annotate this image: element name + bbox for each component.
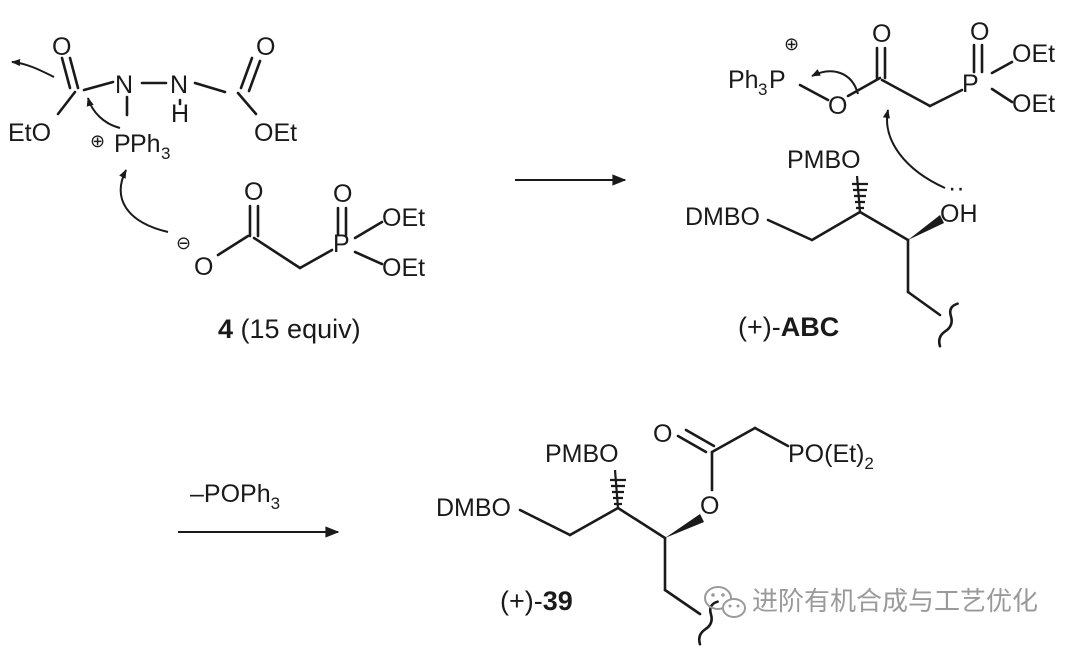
anion-atom-p: P (333, 230, 350, 258)
intermediate-atom-oet: OEt (1012, 40, 1055, 68)
intermediate-atom-ph: Ph (728, 66, 759, 94)
hashed-wedge-bond (610, 469, 626, 509)
betaine-atom-n2: N (170, 71, 188, 99)
solid-wedge-bond (908, 215, 944, 240)
wechat-icon (704, 586, 746, 618)
anion-atom-o-minus: O (194, 253, 213, 281)
intermediate-atom-dmbo: DMBO (685, 203, 760, 231)
squiggle-truncation-bond (937, 302, 959, 348)
phosphonoacetate-anion: ⊖ O O P O OEt OEt 4 (15 equiv) (119, 169, 425, 344)
anion-bonds (216, 204, 384, 270)
betaine-atom-o: O (256, 33, 275, 61)
solid-wedge-bond (665, 514, 704, 538)
product-atom-dmbo: DMBO (436, 494, 511, 522)
acyloxyphosphonium-intermediate: ⊕ Ph 3 P O O P O OEt OEt PMBO DMBO OH ··… (685, 18, 1055, 348)
intermediate-atom-p-o: O (970, 18, 989, 46)
intermediate-atom-oh: OH (940, 200, 978, 228)
intermediate-ph-subscript: 3 (758, 80, 767, 99)
betaine-atom-h: H (171, 100, 189, 128)
compound-abc-label: (+)-ABC (738, 312, 839, 342)
betaine-atom-n1: N (115, 71, 133, 99)
intermediate-curly-arrows (811, 69, 946, 189)
intermediate-atom-o-carbonyl: O (872, 20, 891, 48)
betaine-atom-oet: OEt (254, 119, 297, 147)
compound-4-label: 4 (15 equiv) (218, 314, 361, 344)
intermediate-atom-o-ester: O (828, 92, 847, 120)
intermediate-atom-oet: OEt (1012, 90, 1055, 118)
betaine-atom-eto: EtO (8, 119, 51, 147)
betaine-ph-subscript: 3 (161, 144, 170, 163)
anion-atom-oet: OEt (382, 204, 425, 232)
intermediate-atom-p: P (769, 66, 786, 94)
hydroxyl-lone-pair: ·· (948, 174, 965, 202)
phosphonium-plus-charge: ⊕ (90, 131, 105, 151)
hashed-wedge-bond (852, 175, 868, 213)
betaine-bonds (56, 56, 262, 117)
betaine-atom-o: O (52, 33, 71, 61)
intermediate-atom-pmbo: PMBO (787, 146, 861, 174)
compound-39-label: (+)-39 (500, 586, 573, 616)
product-bonds (518, 426, 790, 616)
anion-atom-p-o: O (333, 180, 352, 208)
product-atom-o-carbonyl: O (653, 420, 672, 448)
phosphonium-plus-charge: ⊕ (784, 34, 799, 54)
product-atom-pmbo: PMBO (545, 440, 619, 468)
carboxylate-minus-charge: ⊖ (176, 233, 191, 253)
betaine-atom-p: P (114, 130, 131, 158)
step2-reagent-text: –POPh3 (190, 480, 280, 513)
intermediate-atom-p2: P (962, 70, 979, 98)
watermark-text: 进阶有机合成与工艺优化 (752, 586, 1038, 616)
betaine-curly-arrows (11, 58, 121, 129)
betaine-adduct: O N N H O EtO OEt ⊕ P Ph 3 (8, 33, 297, 163)
product-39: O PO(Et)2 PMBO DMBO O (+)-39 (436, 420, 874, 646)
anion-atom-oet: OEt (382, 254, 425, 282)
product-atom-po-et: PO(Et)2 (788, 440, 874, 473)
betaine-atom-ph: Ph (130, 130, 161, 158)
watermark: 进阶有机合成与工艺优化 (704, 586, 1038, 618)
squiggle-truncation-bond (697, 600, 719, 646)
anion-atom-o: O (244, 178, 263, 206)
intermediate-bonds (766, 43, 1014, 317)
anion-attack-curly-arrow (119, 169, 169, 233)
product-atom-o-ester: O (700, 492, 719, 520)
